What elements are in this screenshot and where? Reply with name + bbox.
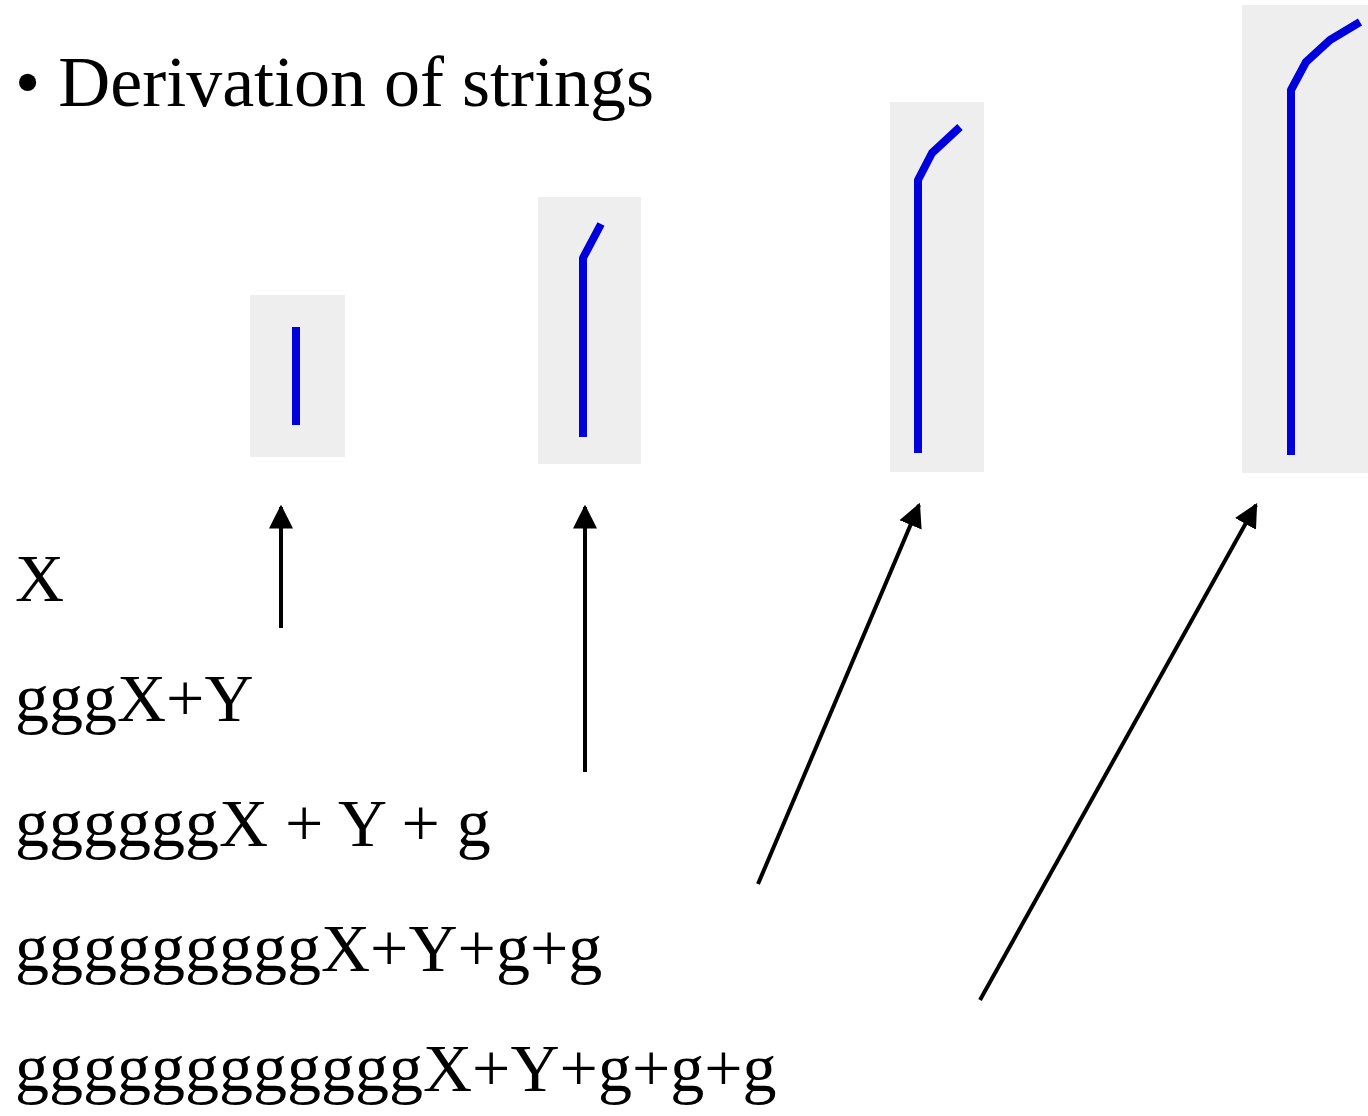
- plant-stroke: [1291, 22, 1360, 455]
- plant-stroke: [292, 327, 300, 425]
- slide-title: • Derivation of strings: [15, 46, 654, 118]
- pointer-arrow: [758, 505, 919, 884]
- derivation-string: ggggggggggggX+Y+g+g+g: [15, 1034, 777, 1102]
- plant-stroke: [583, 224, 601, 437]
- pointer-arrow: [980, 505, 1256, 1000]
- stage-4: [1242, 5, 1368, 473]
- panel: [890, 102, 984, 472]
- derivation-string: gggX+Y: [15, 664, 254, 732]
- stage-2: [538, 197, 641, 464]
- pointer-arrow: [279, 507, 283, 628]
- derivation-string: X: [15, 544, 64, 612]
- pointer-arrow: [583, 507, 587, 772]
- plant-stroke: [918, 127, 960, 453]
- stage-3: [890, 102, 984, 472]
- stage-1: [250, 295, 345, 457]
- derivation-string: gggggggggX+Y+g+g: [15, 914, 602, 982]
- panel: [1242, 5, 1368, 473]
- panel: [250, 295, 345, 457]
- derivation-string: ggggggX + Y + g: [15, 789, 491, 857]
- panel: [538, 197, 641, 464]
